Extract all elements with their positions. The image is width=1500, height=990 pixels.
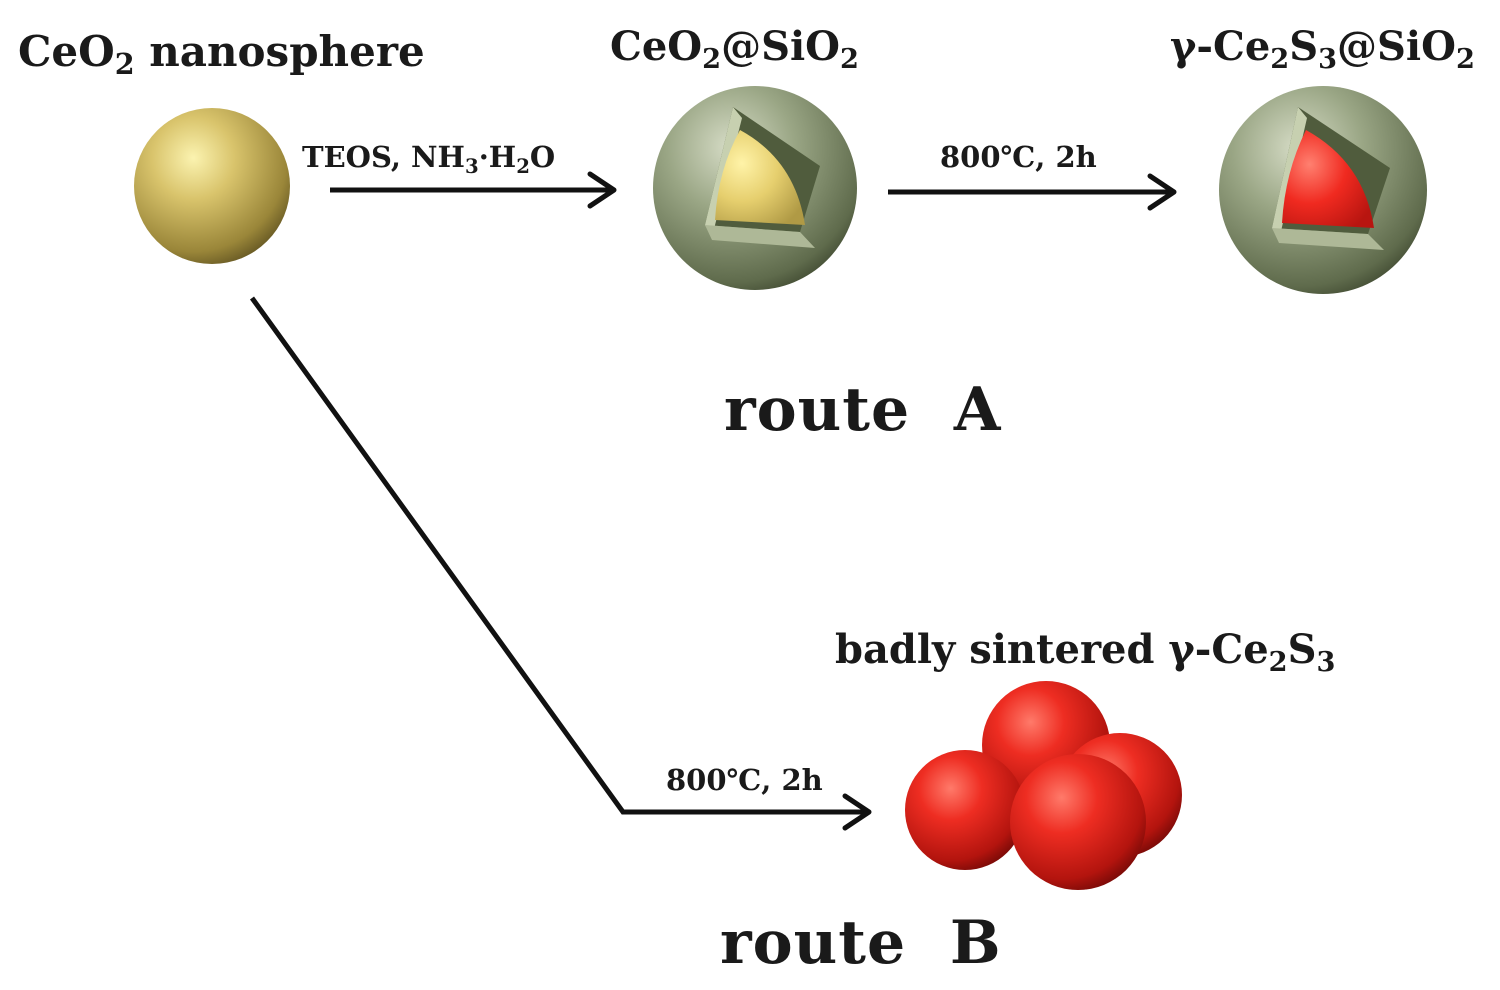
- ceo2-sio2-sphere: [653, 86, 857, 290]
- sintered-ce2s3-cluster: [905, 681, 1182, 890]
- route-b-label: route B: [720, 908, 1002, 978]
- arrow-route-b: [249, 296, 872, 831]
- label-heat-route-b: 800℃, 2h: [666, 763, 823, 797]
- arrow-teos: [330, 171, 617, 209]
- label-ceo2-nanosphere: CeO2 nanosphere: [18, 27, 425, 81]
- label-teos-nh3-h2o: TEOS, NH3·H2O: [302, 140, 555, 178]
- route-a-label: route A: [724, 375, 1002, 445]
- arrow-heat-route-a: [888, 173, 1177, 211]
- label-ceo2-sio2: CeO2@SiO2: [610, 23, 859, 75]
- label-gamma-ce2s3-sio2: γ-Ce2S3@SiO2: [1170, 23, 1475, 75]
- ceo2-nanosphere: [134, 108, 290, 264]
- ce2s3-sio2-sphere: [1219, 86, 1427, 294]
- label-heat-route-a: 800℃, 2h: [940, 140, 1097, 174]
- label-badly-sintered: badly sintered γ-Ce2S3: [835, 626, 1335, 678]
